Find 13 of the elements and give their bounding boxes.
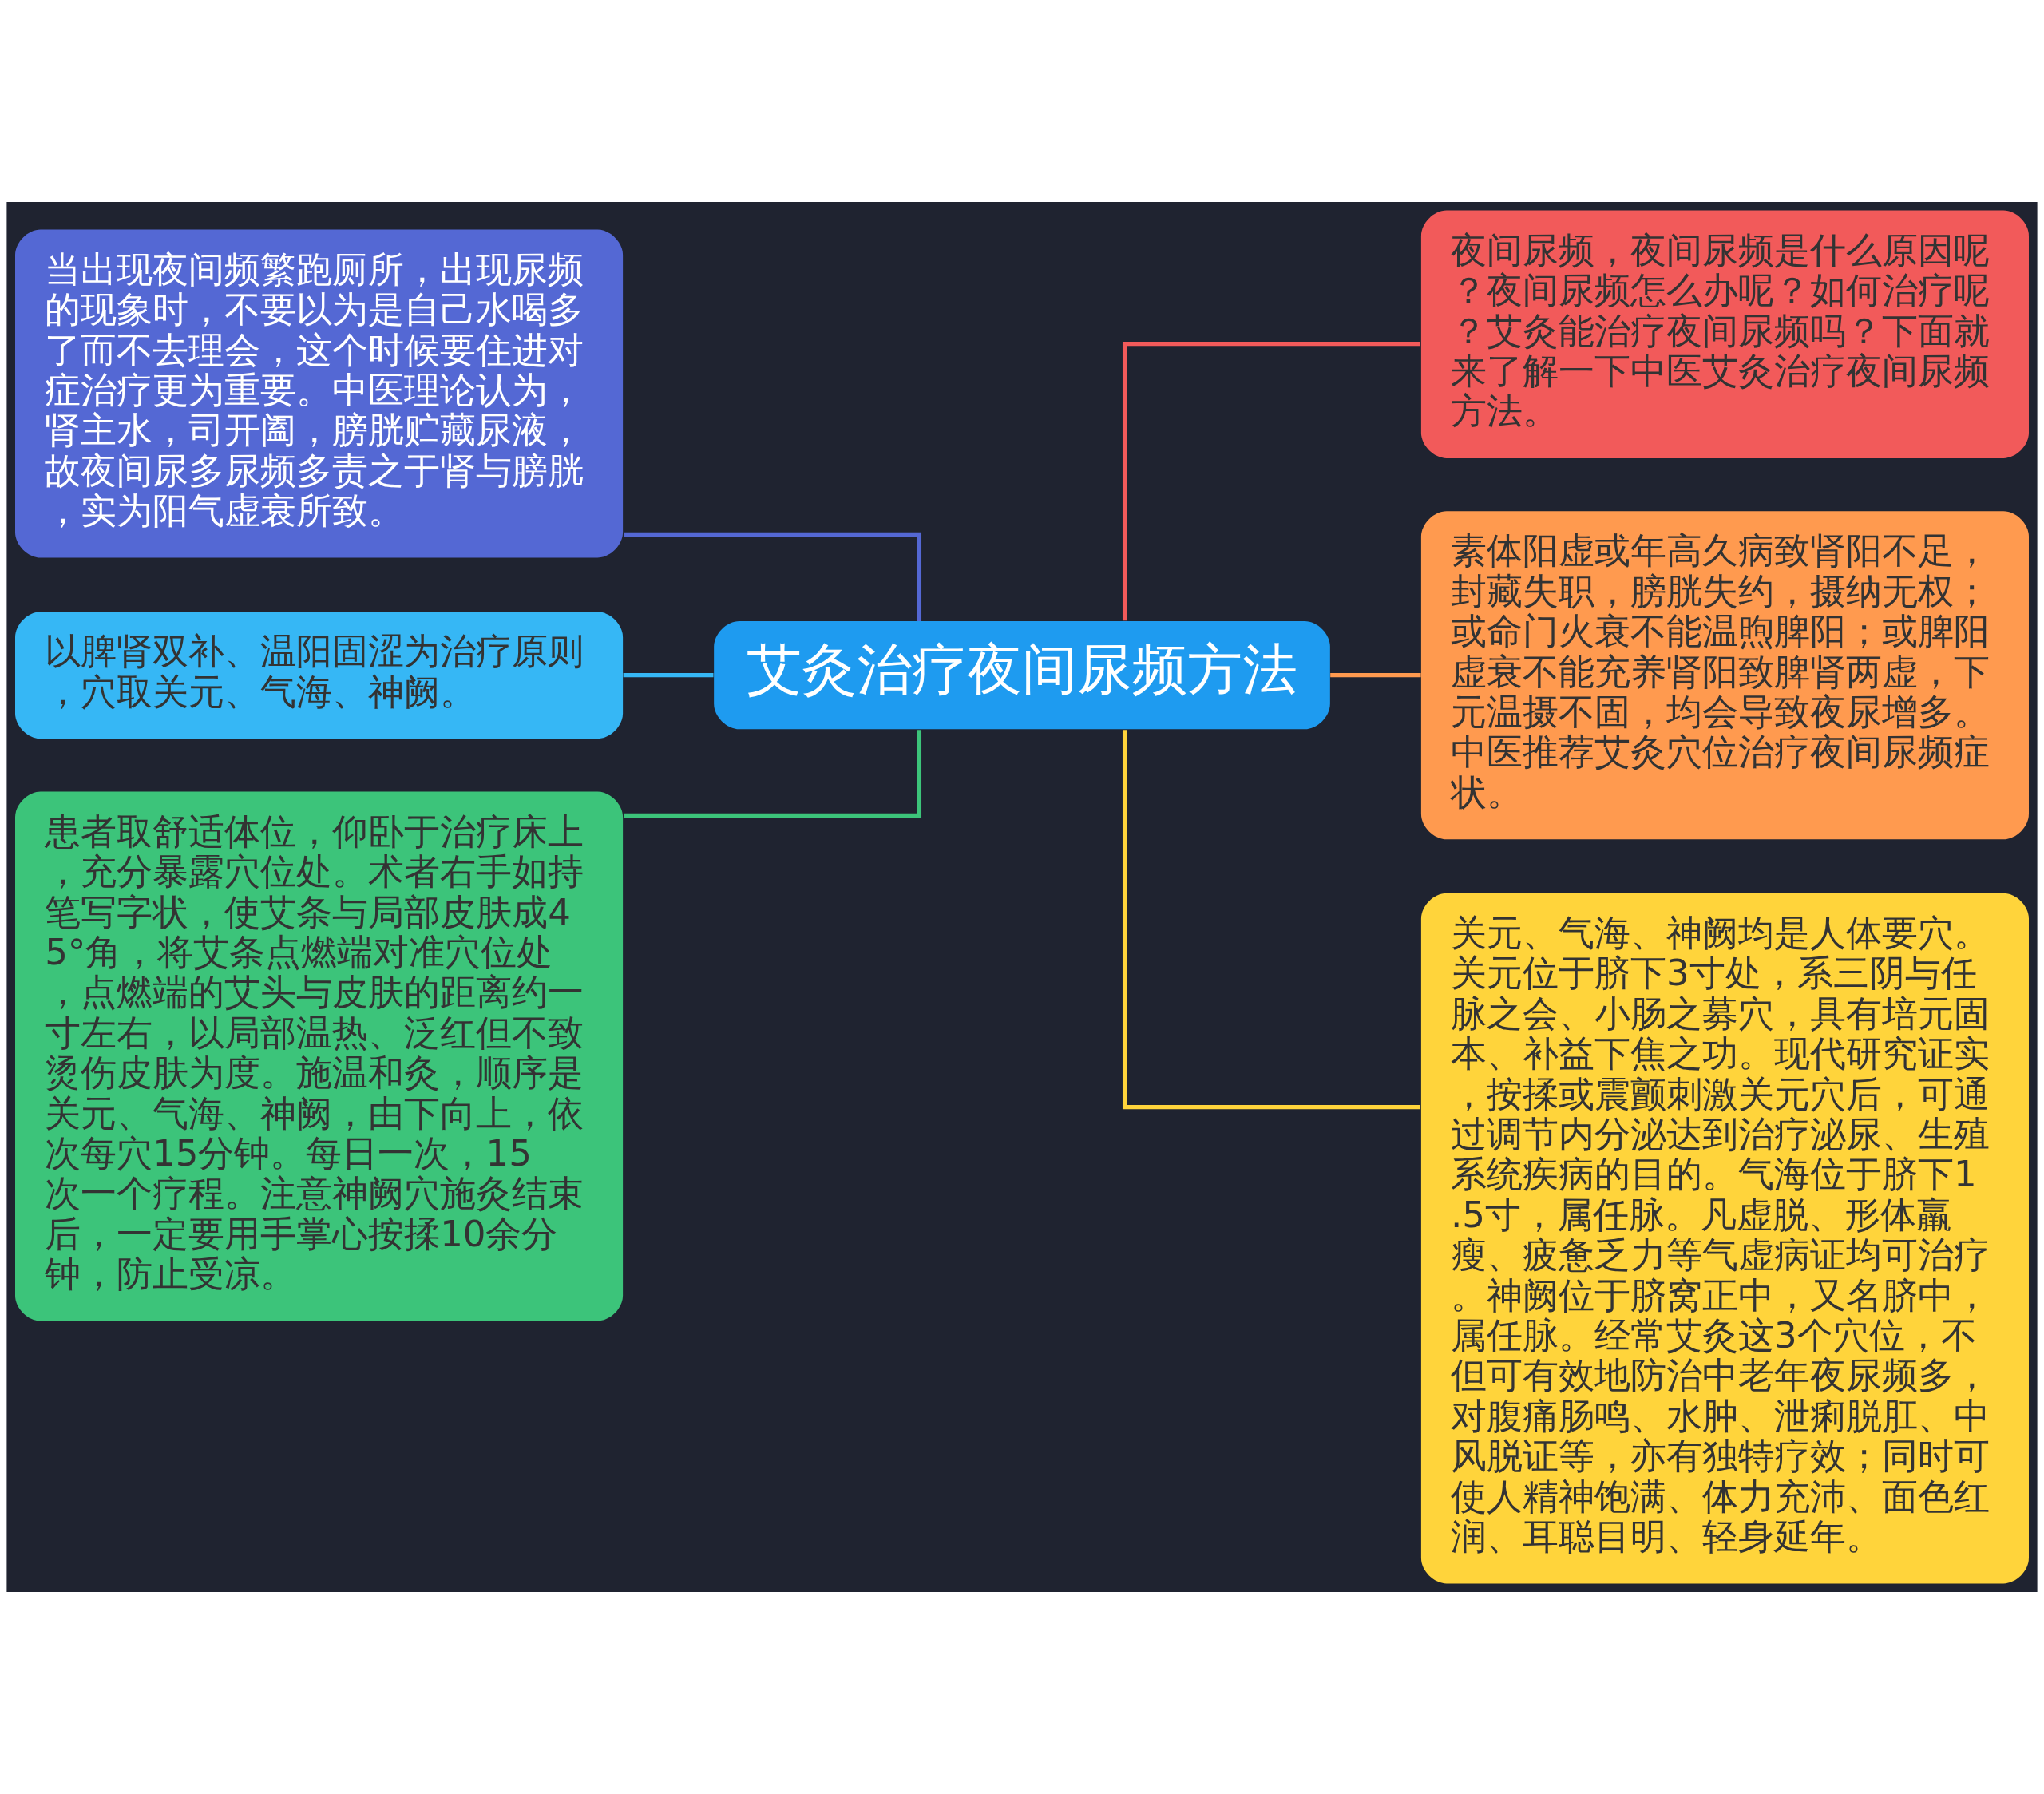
connector: [624, 730, 922, 818]
node-box: 关元、气海、神阙均是人体要穴。关元位于脐下3寸处，系三阴与任脉之会、小肠之募穴，具有培元固本、补益下焦之功。现代研究证实，按揉或震颤刺激关元穴后，可通过调节内分泌达到治疗泌尿、生殖系统疾病的目的。气海位于脐下1.5寸，属任脉。凡虚脱、形体羸瘦、疲惫乏力等气虚病证均可治疗。神阙位于脐窝正中，又名脐中，属任脉。经常艾灸这3个穴位，不但可有效地防治中老年夜尿频多，对腹痛肠鸣、水肿、泄痢脱肛、中风脱证等，亦有独特疗效；同时可使人精神饱满、体力充沛、面色红润、耳聪目明、轻身延年。: [1420, 893, 2029, 1584]
connector: [624, 532, 922, 622]
connector: [623, 673, 714, 678]
connector: [1330, 673, 1421, 678]
node-box: 素体阳虚或年高久病致肾阳不足，封藏失职，膀胱失约，摄纳无权；或命门火衰不能温煦脾阳；或脾阳虚衰不能充养肾阳致脾肾两虚，下元温摄不固，均会导致夜尿增多。中医推荐艾灸穴位治疗夜间尿频症状。: [1420, 511, 2029, 840]
connector: [1122, 730, 1420, 1110]
node-box: 夜间尿频，夜间尿频是什么原因呢？夜间尿频怎么办呢？如何治疗呢？艾灸能治疗夜间尿频吗？下面就来了解一下中医艾灸治疗夜间尿频方法。: [1420, 210, 2029, 458]
node-box: 艾灸治疗夜间尿频方法: [714, 621, 1330, 730]
node-box: 以脾肾双补、温阳固涩为治疗原则，穴取关元、气海、神阙。: [15, 612, 624, 739]
connector: [1122, 342, 1420, 621]
node-box: 患者取舒适体位，仰卧于治疗床上，充分暴露穴位处。术者右手如持笔写字状，使艾条与局部皮肤成45°角，将艾条点燃端对准穴位处，点燃端的艾头与皮肤的距离约一寸左右，以局部温热、泛红但不致烫伤皮肤为度。施温和灸，顺序是关元、气海、神阙，由下向上，依次每穴15分钟。每日一次，15次一个疗程。注意神阙穴施灸结束后，一定要用手掌心按揉10余分钟，防止受凉。: [15, 791, 624, 1321]
node-box: 当出现夜间频繁跑厕所，出现尿频的现象时，不要以为是自己水喝多了而不去理会，这个时候要住进对症治疗更为重要。中医理论认为，肾主水，司开阖，膀胱贮藏尿液，故夜间尿多尿频多责之于肾与膀胱，实为阳气虚衰所致。: [15, 229, 624, 558]
